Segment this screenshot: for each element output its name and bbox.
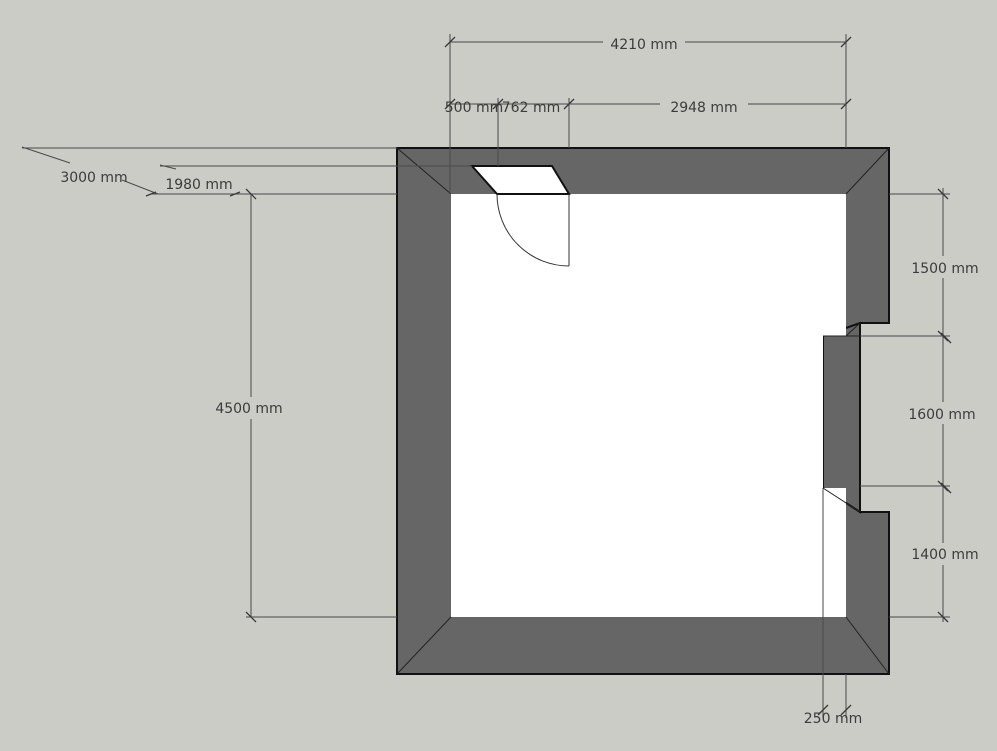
dim-label-right-middle: 1600 mm <box>908 407 975 423</box>
dim-label-right-lower: 1400 mm <box>911 547 978 563</box>
dim-label-top-overall: 4210 mm <box>610 37 677 53</box>
dim-label-door-width: 762 mm <box>502 100 560 116</box>
dim-label-door-offset: 500 mm <box>445 100 503 116</box>
room <box>396 147 890 675</box>
left-dimensions: 3000 mm 1980 mm 4500 mm <box>21 146 472 623</box>
bottom-dimensions: 250 mm <box>804 617 862 727</box>
dim-label-bottom-wall: 250 mm <box>804 711 862 727</box>
dim-label-right-upper: 1500 mm <box>911 261 978 277</box>
door-swing-arc <box>496 193 570 267</box>
corner-miters <box>396 147 890 675</box>
room-floor <box>451 194 846 617</box>
door <box>469 165 571 267</box>
right-dimensions: 1500 mm 1600 mm 1400 mm <box>860 188 982 623</box>
dim-label-top-remaining: 2948 mm <box>670 100 737 116</box>
dim-label-left-angled-inner: 1980 mm <box>165 177 232 193</box>
wall-niche <box>822 321 861 514</box>
top-dimensions: 4210 mm 500 mm 762 mm 2948 mm <box>444 33 852 194</box>
dim-label-left-angled-outer: 3000 mm <box>60 170 127 186</box>
dim-label-left-height: 4500 mm <box>215 401 282 417</box>
